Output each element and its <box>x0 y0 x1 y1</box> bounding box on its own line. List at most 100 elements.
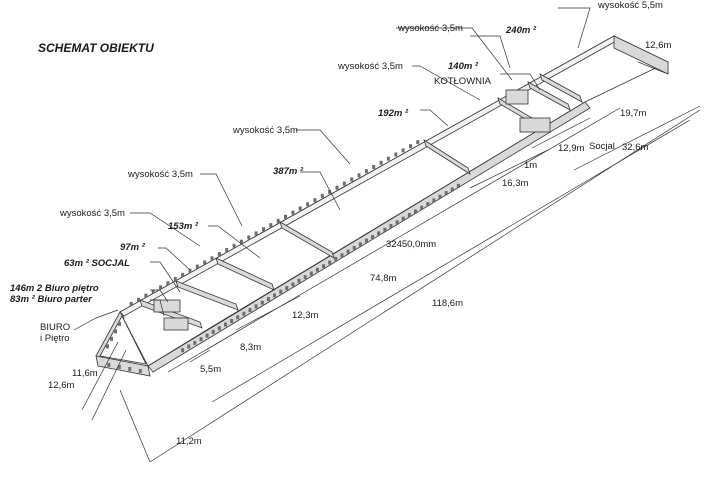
window <box>114 329 117 334</box>
window <box>260 300 264 305</box>
window <box>365 238 368 243</box>
window <box>107 363 111 367</box>
window <box>350 177 354 182</box>
window <box>254 231 258 236</box>
partition-wall-8 <box>539 73 583 103</box>
window <box>117 365 121 369</box>
window <box>239 239 243 244</box>
window <box>181 348 185 353</box>
window <box>394 152 398 157</box>
dim-12-9: 12,9m <box>558 143 584 154</box>
biuro-floor-label: i Piętro <box>40 333 70 344</box>
window <box>273 293 276 298</box>
window <box>389 224 393 228</box>
dim-12-6-right: 12,6m <box>645 40 671 51</box>
window <box>236 315 240 320</box>
window <box>401 148 405 153</box>
window <box>188 268 192 273</box>
area-192: 192m ² <box>378 108 409 119</box>
window <box>110 336 113 341</box>
window <box>137 297 140 302</box>
height-label-3: wysokość 3,5m <box>232 125 298 136</box>
window <box>342 181 346 186</box>
window <box>335 185 339 190</box>
window <box>297 278 301 283</box>
window <box>416 140 420 145</box>
height-label-1: wysokość 3,5m <box>397 23 463 34</box>
dim-74-8: 74,8m <box>370 273 396 284</box>
window <box>181 272 185 277</box>
window <box>309 271 313 276</box>
leader-lines <box>73 7 591 331</box>
window <box>298 206 302 211</box>
window <box>284 214 287 219</box>
window <box>262 227 265 232</box>
window <box>118 321 121 326</box>
office-room-block-2 <box>163 317 189 331</box>
window <box>444 191 448 196</box>
window <box>334 256 338 261</box>
window <box>247 235 251 240</box>
area-97: 97m ² <box>120 242 146 253</box>
dim-16-3: 16,3m <box>502 178 528 189</box>
area-240: 240m ² <box>505 25 537 36</box>
height-label-5-5: wysokość 5,5m <box>597 0 663 11</box>
window <box>266 297 270 301</box>
window <box>379 160 383 165</box>
dim-11-2: 11,2m <box>176 436 202 447</box>
office-block-floor <box>99 315 147 365</box>
window <box>166 281 170 286</box>
window <box>276 218 280 223</box>
office-block-front <box>95 355 151 377</box>
dim-12-3: 12,3m <box>292 310 318 321</box>
windows-group <box>106 140 460 373</box>
window <box>230 319 234 323</box>
dim-32450mm: 32450,0mm <box>386 239 436 250</box>
window <box>426 202 430 207</box>
window <box>322 264 326 269</box>
dim-11-6: 11,6m <box>72 368 98 379</box>
boiler-room-block <box>505 89 529 105</box>
dim-12-6-left: 12,6m <box>48 380 74 391</box>
building-body <box>95 35 669 377</box>
partition-wall-3 <box>215 257 275 291</box>
diagram-title: SCHEMAT OBIEKTU <box>38 41 154 55</box>
window <box>315 267 319 272</box>
window <box>450 187 454 192</box>
height-label-5: wysokość 3,5m <box>59 208 125 219</box>
window <box>320 194 324 198</box>
window <box>144 293 148 298</box>
window <box>217 252 221 257</box>
height-label-4: wysokość 3,5m <box>127 169 193 180</box>
window <box>407 213 411 217</box>
dim-5-5: 5,5m <box>200 364 221 375</box>
window <box>203 260 207 265</box>
window <box>303 275 307 280</box>
partition-wall-7 <box>527 81 571 111</box>
window <box>377 231 381 236</box>
window <box>232 243 236 248</box>
window <box>352 245 356 250</box>
dim-32-6: 32,6m <box>622 142 648 153</box>
height-label-2: wysokość 3,5m <box>337 61 403 72</box>
dimension-lines <box>81 61 701 463</box>
window <box>248 308 252 312</box>
partition-wall-5 <box>423 139 471 175</box>
window <box>340 253 344 258</box>
window <box>279 289 283 294</box>
area-63-socjal: 63m ² SOCJAL <box>64 258 130 269</box>
window <box>193 340 197 345</box>
window <box>205 333 209 338</box>
window <box>269 223 273 228</box>
partition-wall-4 <box>279 221 335 259</box>
window <box>159 285 163 290</box>
window <box>128 367 132 371</box>
area-153: 153m ² <box>168 221 199 232</box>
area-140: 140m ² <box>448 61 479 72</box>
window <box>173 277 177 281</box>
window <box>106 344 109 349</box>
window <box>414 209 417 214</box>
window <box>456 183 460 188</box>
window <box>346 249 350 254</box>
